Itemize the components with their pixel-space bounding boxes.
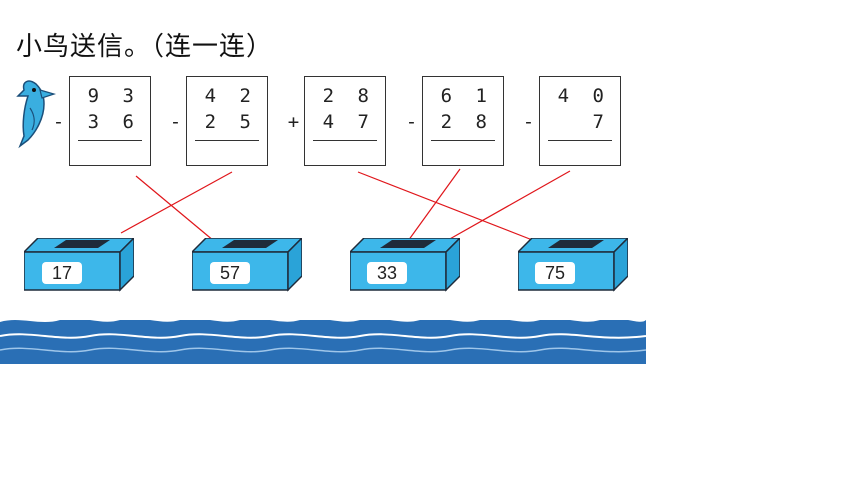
problem-bottom: + 4 7 (287, 111, 375, 133)
problem-card-1: 9 3 - 3 6 (53, 76, 151, 166)
problem-card-3: 2 8 + 4 7 (288, 76, 386, 166)
water-waves (0, 314, 646, 364)
problem-rule (548, 140, 612, 141)
problem-bottom: - 3 6 (52, 111, 140, 133)
problem-rule (431, 140, 495, 141)
problem-card-4: 6 1 - 2 8 (406, 76, 504, 166)
problem-top: 9 3 (87, 85, 140, 107)
problem-top: 6 1 (440, 85, 493, 107)
problem-bottom: - 7 (522, 111, 610, 133)
answer-label: 33 (367, 262, 407, 284)
problem-rule (195, 140, 259, 141)
problem-bottom: - 2 5 (169, 111, 257, 133)
connect-line (407, 168, 461, 242)
problem-top: 4 2 (204, 85, 257, 107)
problem-card-5: 4 0 - 7 (523, 76, 621, 166)
connect-line (135, 175, 215, 242)
answer-label: 57 (210, 262, 250, 284)
answer-label: 75 (535, 262, 575, 284)
mailbox-1 (24, 238, 134, 292)
answer-label: 17 (42, 262, 82, 284)
connect-line (447, 170, 571, 241)
connect-line (120, 171, 233, 234)
problem-rule (313, 140, 377, 141)
problem-top: 2 8 (322, 85, 375, 107)
problem-card-2: 4 2 - 2 5 (170, 76, 268, 166)
connect-line (357, 171, 541, 244)
problem-top: 4 0 (557, 85, 610, 107)
problem-rule (78, 140, 142, 141)
bird-icon (16, 80, 57, 149)
task-title: 小鸟送信。（连一连） (16, 32, 274, 62)
problem-bottom: - 2 8 (405, 111, 493, 133)
